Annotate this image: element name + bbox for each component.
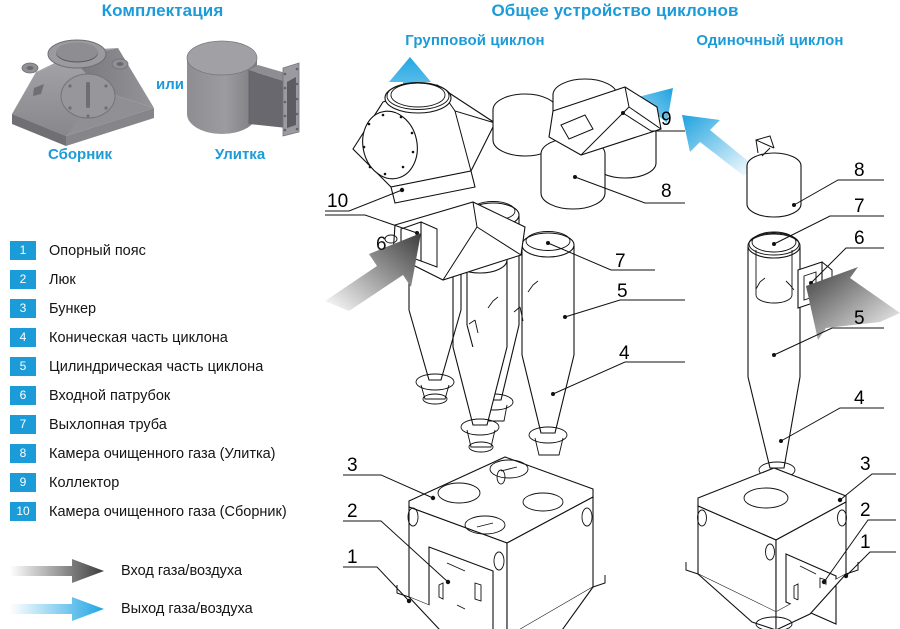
chamber-sbornik-wireframe	[325, 82, 496, 212]
outlet-flow-arrow-single	[682, 115, 754, 176]
section-title-single-cyclone: Одиночный циклон	[696, 32, 844, 49]
legend-badge: 5	[10, 357, 36, 376]
list-item: 2 Люк	[10, 265, 330, 294]
callout-8: 8	[661, 181, 672, 202]
leader-line-5-single	[773, 327, 884, 356]
leader-line-4	[552, 361, 685, 395]
list-item: 8 Камера очищенного газа (Улитка)	[10, 439, 330, 468]
inlet-legend-label: Вход газа/воздуха	[121, 563, 243, 579]
list-item: 6 Входной патрубок	[10, 381, 330, 410]
callout-6-group: 6	[376, 234, 387, 255]
list-item: 4 Коническая часть циклона	[10, 323, 330, 352]
sbornik-3d-illustration	[8, 28, 158, 148]
list-item: 7 Выхлопная труба	[10, 410, 330, 439]
callout-3-single: 3	[860, 454, 871, 475]
legend-badge: 1	[10, 241, 36, 260]
chamber-ulitka-wireframe	[746, 135, 884, 218]
legend-label: Выхлопная труба	[49, 416, 167, 433]
or-separator-label: или	[156, 76, 184, 93]
legend-label: Входной патрубок	[49, 387, 171, 404]
leader-line-4-single	[780, 407, 884, 442]
legend-label: Опорный пояс	[49, 242, 146, 259]
callout-1-single: 1	[860, 532, 871, 553]
callout-4-single: 4	[854, 388, 865, 409]
legend-badge: 8	[10, 444, 36, 463]
callout-5: 5	[617, 281, 628, 302]
list-item: 3 Бункер	[10, 294, 330, 323]
callout-6-single: 6	[854, 228, 865, 249]
legend-badge: 9	[10, 473, 36, 492]
legend-label: Бункер	[49, 300, 97, 317]
list-item: Вход газа/воздуха	[10, 552, 330, 590]
callout-8-single: 8	[854, 160, 865, 181]
leader-line-7-single	[773, 215, 884, 245]
cyclone-cluster-wireframe	[325, 201, 575, 456]
legend-label: Люк	[49, 271, 76, 288]
callout-7: 7	[615, 251, 626, 272]
leader-line-7	[547, 242, 655, 271]
callout-3: 3	[347, 455, 358, 476]
legend-badge: 3	[10, 299, 36, 318]
list-item: Выход газа/воздуха	[10, 590, 330, 628]
page-title-komplektacia: Комплектация	[101, 1, 224, 20]
sbornik-caption: Сборник	[47, 146, 112, 163]
legend-badge: 4	[10, 328, 36, 347]
outlet-legend-label: Выход газа/воздуха	[121, 601, 253, 617]
inlet-flow-arrow-group	[325, 233, 421, 311]
bunker-wireframe-single	[685, 467, 859, 629]
inlet-arrow-swatch	[10, 558, 105, 584]
legend-badge: 10	[10, 502, 36, 521]
callout-4: 4	[619, 343, 630, 364]
page-title-obshee-ustroystvo: Общее устройство циклонов	[491, 1, 739, 20]
legend-label: Коллектор	[49, 474, 120, 491]
collector-housing-3d-icon	[12, 39, 154, 146]
legend-badge: 7	[10, 415, 36, 434]
legend-label: Цилиндрическая часть циклона	[49, 358, 264, 375]
single-cyclone-diagram: 8 7 6 5 4	[670, 100, 900, 629]
callout-9: 9	[661, 109, 672, 130]
list-item: 10 Камера очищенного газа (Сборник)	[10, 497, 330, 526]
parts-legend-list: 1 Опорный пояс 2 Люк 3 Бункер 4 Коническ…	[10, 236, 330, 526]
collector-assembly-wireframe	[492, 78, 685, 210]
callout-1: 1	[347, 547, 358, 568]
group-cyclone-diagram: 10 9 8	[325, 55, 685, 629]
callout-7-single: 7	[854, 196, 865, 217]
leader-line-6-single	[810, 247, 884, 284]
list-item: 1 Опорный пояс	[10, 236, 330, 265]
outlet-arrow-swatch	[10, 596, 105, 622]
section-title-group-cyclone: Групповой циклон	[405, 32, 545, 49]
flow-direction-legend: Вход газа/воздуха Выход газа/воздуха	[10, 552, 330, 628]
list-item: 5 Цилиндрическая часть циклона	[10, 352, 330, 381]
callout-2: 2	[347, 501, 358, 522]
gray-arrow-icon	[10, 559, 104, 583]
callout-10: 10	[327, 191, 348, 212]
legend-badge: 6	[10, 386, 36, 405]
legend-label: Камера очищенного газа (Улитка)	[49, 445, 276, 462]
legend-badge: 2	[10, 270, 36, 289]
scroll-volute-3d-icon	[186, 40, 300, 137]
ulitka-caption: Улитка	[214, 146, 266, 163]
inlet-flow-arrow-single	[806, 267, 900, 340]
callout-5-single: 5	[854, 308, 865, 329]
legend-label: Камера очищенного газа (Сборник)	[49, 503, 287, 520]
leader-line-5	[564, 299, 685, 318]
list-item: 9 Коллектор	[10, 468, 330, 497]
bunker-wireframe-group	[396, 456, 606, 629]
callout-2-single: 2	[860, 500, 871, 521]
legend-label: Коническая часть циклона	[49, 329, 228, 346]
single-cyclone-body-wireframe	[747, 231, 833, 504]
ulitka-3d-illustration	[183, 32, 303, 144]
blue-arrow-icon	[10, 597, 104, 621]
